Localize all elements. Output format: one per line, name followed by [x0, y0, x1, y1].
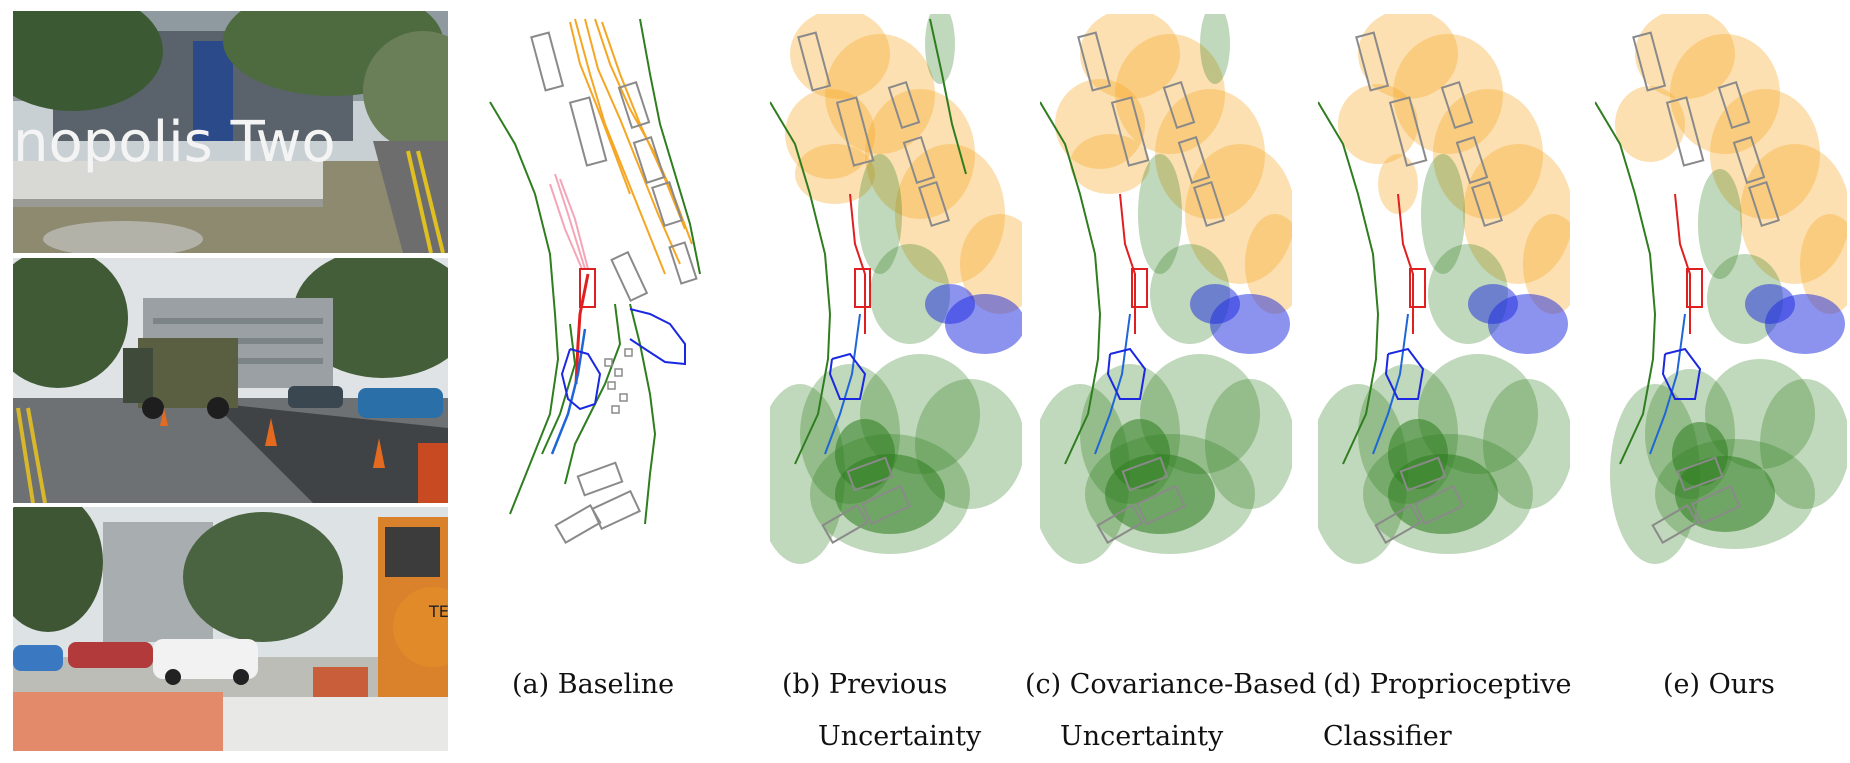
camera-scene-construction: TE: [13, 507, 448, 751]
camera-image-road: [13, 258, 448, 503]
camera-image-front: nopolis Two: [13, 11, 448, 253]
agent-path-blue: [560, 308, 686, 411]
object-boxes: [1355, 31, 1503, 545]
bev-panel-covariance-uncertainty: [1040, 14, 1292, 639]
caption-baseline: (a) Baseline: [512, 669, 675, 700]
caption-previous-uncertainty-line2: Uncertainty: [818, 721, 982, 752]
ego-box: [1131, 268, 1148, 308]
caption-proprioceptive-classifier-line1: (d) Proprioceptive: [1323, 669, 1572, 700]
ego-box: [579, 268, 596, 308]
uncertainty-green-dense: [1672, 422, 1775, 532]
uncertainty-orange: [1615, 14, 1847, 314]
prediction-paths: [1595, 101, 1702, 465]
camera-scene-road: [13, 258, 448, 503]
ego-box: [1409, 268, 1426, 308]
sign-text: nopolis Two: [13, 110, 336, 175]
camera-image-construction: TE: [13, 507, 448, 751]
caption-previous-uncertainty-line1: (b) Previous: [782, 669, 948, 700]
prediction-paths-orange: [569, 18, 693, 275]
prediction-paths: [770, 18, 967, 465]
ego-box: [854, 268, 871, 308]
prediction-paths: [1040, 101, 1147, 465]
uncertainty-orange: [1055, 14, 1292, 314]
caption-proprioceptive-classifier-line2: Classifier: [1323, 721, 1452, 752]
uncertainty-blue: [1190, 284, 1290, 354]
machine-text: TE: [428, 602, 448, 621]
planning-candidates-pink: [549, 173, 589, 270]
object-boxes: [530, 31, 698, 545]
bev-panel-proprioceptive-classifier: [1318, 14, 1570, 639]
prediction-paths: [1318, 101, 1425, 465]
small-objects: [604, 348, 633, 414]
uncertainty-orange: [1338, 14, 1570, 314]
uncertainty-blue: [1745, 284, 1845, 354]
caption-covariance-uncertainty-line1: (c) Covariance-Based: [1025, 669, 1317, 700]
ego-plan-red: [574, 273, 590, 385]
object-boxes: [1632, 31, 1780, 545]
ego-box: [1686, 268, 1703, 308]
uncertainty-blue: [925, 284, 1022, 354]
bev-panel-baseline: [480, 14, 732, 639]
uncertainty-blue: [1468, 284, 1568, 354]
caption-ours: (e) Ours: [1663, 669, 1775, 700]
object-boxes: [797, 31, 950, 545]
prediction-paths-green: [489, 18, 701, 525]
uncertainty-orange: [785, 14, 1022, 314]
caption-covariance-uncertainty-line2: Uncertainty: [1060, 721, 1224, 752]
camera-scene-sign: nopolis Two: [13, 11, 448, 253]
object-boxes: [1077, 31, 1225, 545]
bev-panel-ours: [1595, 14, 1847, 639]
bev-panel-previous-uncertainty: [770, 14, 1022, 639]
